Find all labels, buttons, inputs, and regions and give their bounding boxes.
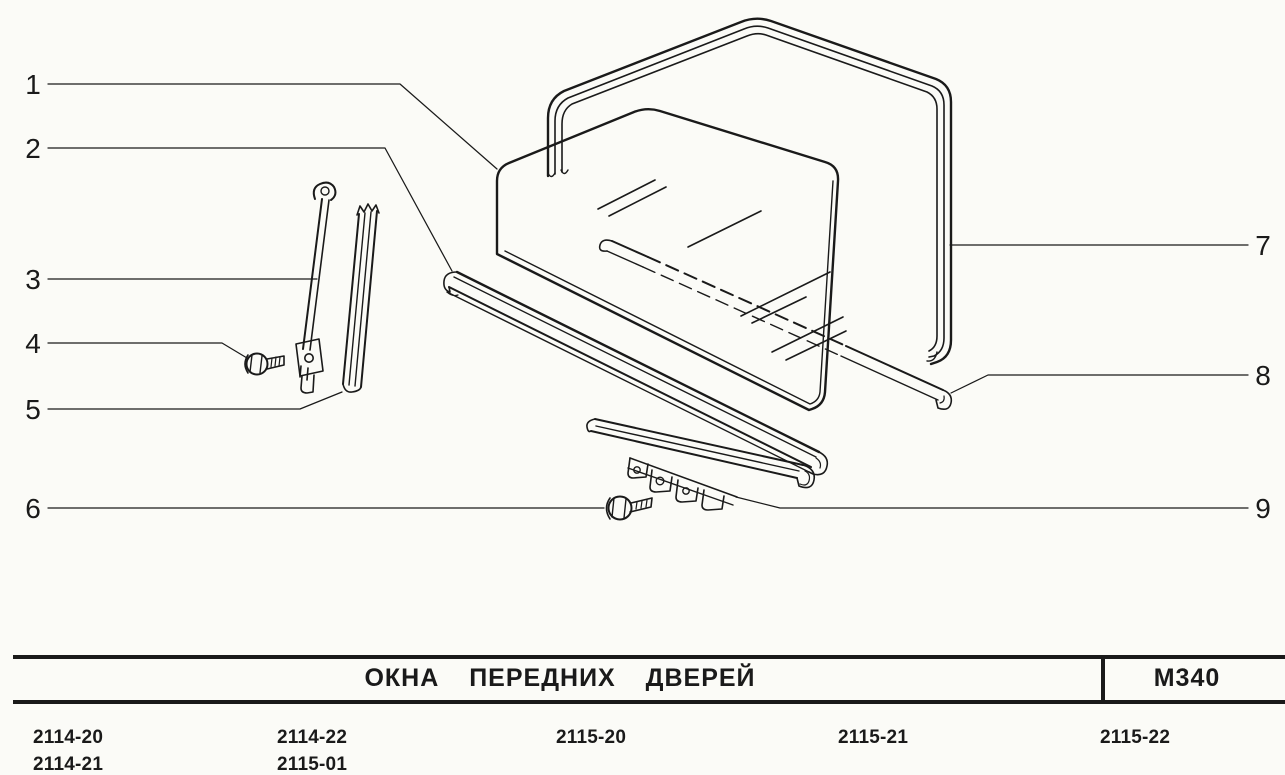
model-number: 2115-22 — [1100, 727, 1171, 748]
callout-number-1: 1 — [25, 69, 41, 100]
outer-belt-weatherstrip-drawing — [598, 239, 953, 410]
channel-inner-line — [561, 32, 938, 352]
callout-5-leader — [47, 391, 343, 410]
glass-holder-channel-drawing — [586, 418, 816, 511]
model-number: 2115-21 — [838, 727, 909, 748]
model-number: 2115-20 — [556, 727, 627, 748]
strip2-left-cap — [443, 271, 458, 293]
table-title: ОКНА ПЕРЕДНИХ ДВЕРЕЙ — [364, 664, 756, 692]
channel-outer-line — [546, 17, 953, 366]
rail3-foot — [300, 374, 315, 394]
screw-4-drawing — [244, 352, 285, 376]
callout-number-7: 7 — [1255, 230, 1271, 261]
model-number: 2114-22 — [277, 727, 348, 748]
callout-number-2: 2 — [25, 133, 41, 164]
callout-2-leader — [47, 147, 453, 272]
holder-right-cap — [796, 464, 816, 489]
glass-reflection-lines — [597, 179, 847, 361]
holder-mount-brackets — [627, 457, 738, 511]
guide-rail-drawing — [295, 181, 337, 394]
screw-6-drawing — [605, 495, 653, 521]
callout-numbers: 1 2 3 4 5 6 7 8 9 — [25, 69, 1271, 524]
callout-4-leader — [47, 342, 248, 359]
model-number: 2115-01 — [277, 754, 348, 775]
window-run-channel-drawing — [546, 17, 953, 366]
glass-outline — [495, 108, 840, 412]
channel-middle-line — [554, 25, 945, 358]
glass-thickness-line — [504, 180, 834, 405]
rail3-bracket — [295, 338, 324, 377]
table-vertical-divider — [1101, 655, 1105, 704]
run-channel-strip-drawing — [342, 203, 380, 393]
callout-9-leader — [735, 496, 1249, 509]
rail5-torn-top — [356, 203, 380, 216]
rail5-bottom-tip — [342, 383, 362, 393]
model-number: 2114-21 — [33, 754, 104, 775]
callout-number-6: 6 — [25, 493, 41, 524]
callout-number-9: 9 — [1255, 493, 1271, 524]
strip2-right-cap — [808, 451, 829, 476]
callout-number-8: 8 — [1255, 360, 1271, 391]
callout-number-3: 3 — [25, 264, 41, 295]
model-number: 2114-20 — [33, 727, 104, 748]
long-weatherstrip-drawing — [443, 270, 829, 476]
parts-diagram: 1 2 3 4 5 6 7 8 9 — [25, 17, 1271, 524]
strip8-left-cap — [598, 239, 613, 252]
callout-number-4: 4 — [25, 328, 41, 359]
callout-1-leader — [47, 83, 498, 170]
rail3-top-hook — [312, 181, 337, 201]
callout-8-leader — [950, 374, 1249, 394]
table-bottom-rule — [13, 700, 1285, 704]
sheet-code: М340 — [1153, 664, 1221, 692]
strip8-right-cap — [935, 389, 953, 410]
callout-leaders — [47, 83, 1249, 509]
window-glass-drawing — [495, 108, 847, 412]
callout-number-5: 5 — [25, 394, 41, 425]
table-top-rule — [13, 655, 1285, 659]
